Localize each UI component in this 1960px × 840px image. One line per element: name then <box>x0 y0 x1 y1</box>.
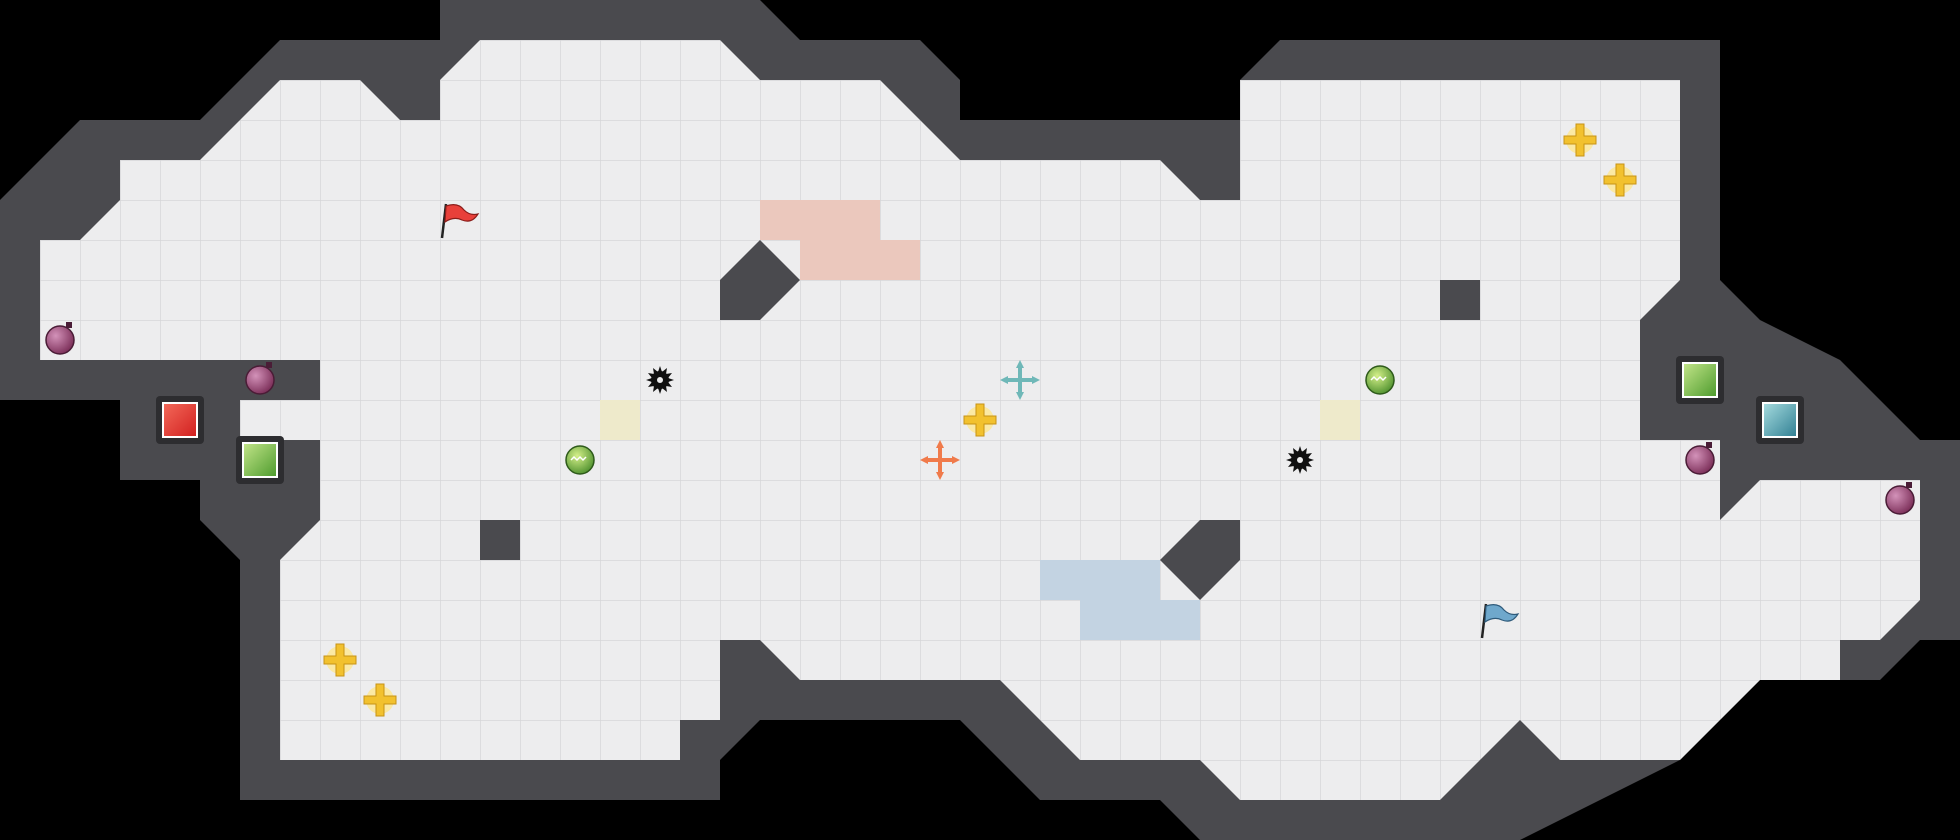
bomb-icon[interactable] <box>1685 442 1715 475</box>
powerup-orb-icon[interactable] <box>1365 365 1395 395</box>
red-portal-icon[interactable] <box>156 396 204 444</box>
green-portal-icon[interactable] <box>236 436 284 484</box>
blue-boost-icon[interactable] <box>1000 360 1040 400</box>
bomb-icon[interactable] <box>245 362 275 395</box>
spike-icon <box>1286 446 1314 474</box>
yellow-pad <box>1320 400 1360 440</box>
boost-cross-icon[interactable] <box>1603 163 1637 197</box>
blue-team-zone <box>1040 560 1200 640</box>
teal-portal-icon[interactable] <box>1756 396 1804 444</box>
boost-cross-icon[interactable] <box>323 643 357 677</box>
red-flag-icon[interactable] <box>440 203 480 239</box>
powerup-orb-icon[interactable] <box>565 445 595 475</box>
boost-cross-icon[interactable] <box>1563 123 1597 157</box>
red-boost-icon[interactable] <box>920 440 960 480</box>
bomb-icon[interactable] <box>45 322 75 355</box>
spike-icon <box>646 366 674 394</box>
boost-cross-icon[interactable] <box>963 403 997 437</box>
boost-cross-icon[interactable] <box>363 683 397 717</box>
green-portal-icon[interactable] <box>1676 356 1724 404</box>
bomb-icon[interactable] <box>1885 482 1915 515</box>
red-team-zone <box>760 200 920 280</box>
blue-flag-icon[interactable] <box>1480 603 1520 639</box>
yellow-pad <box>600 400 640 440</box>
